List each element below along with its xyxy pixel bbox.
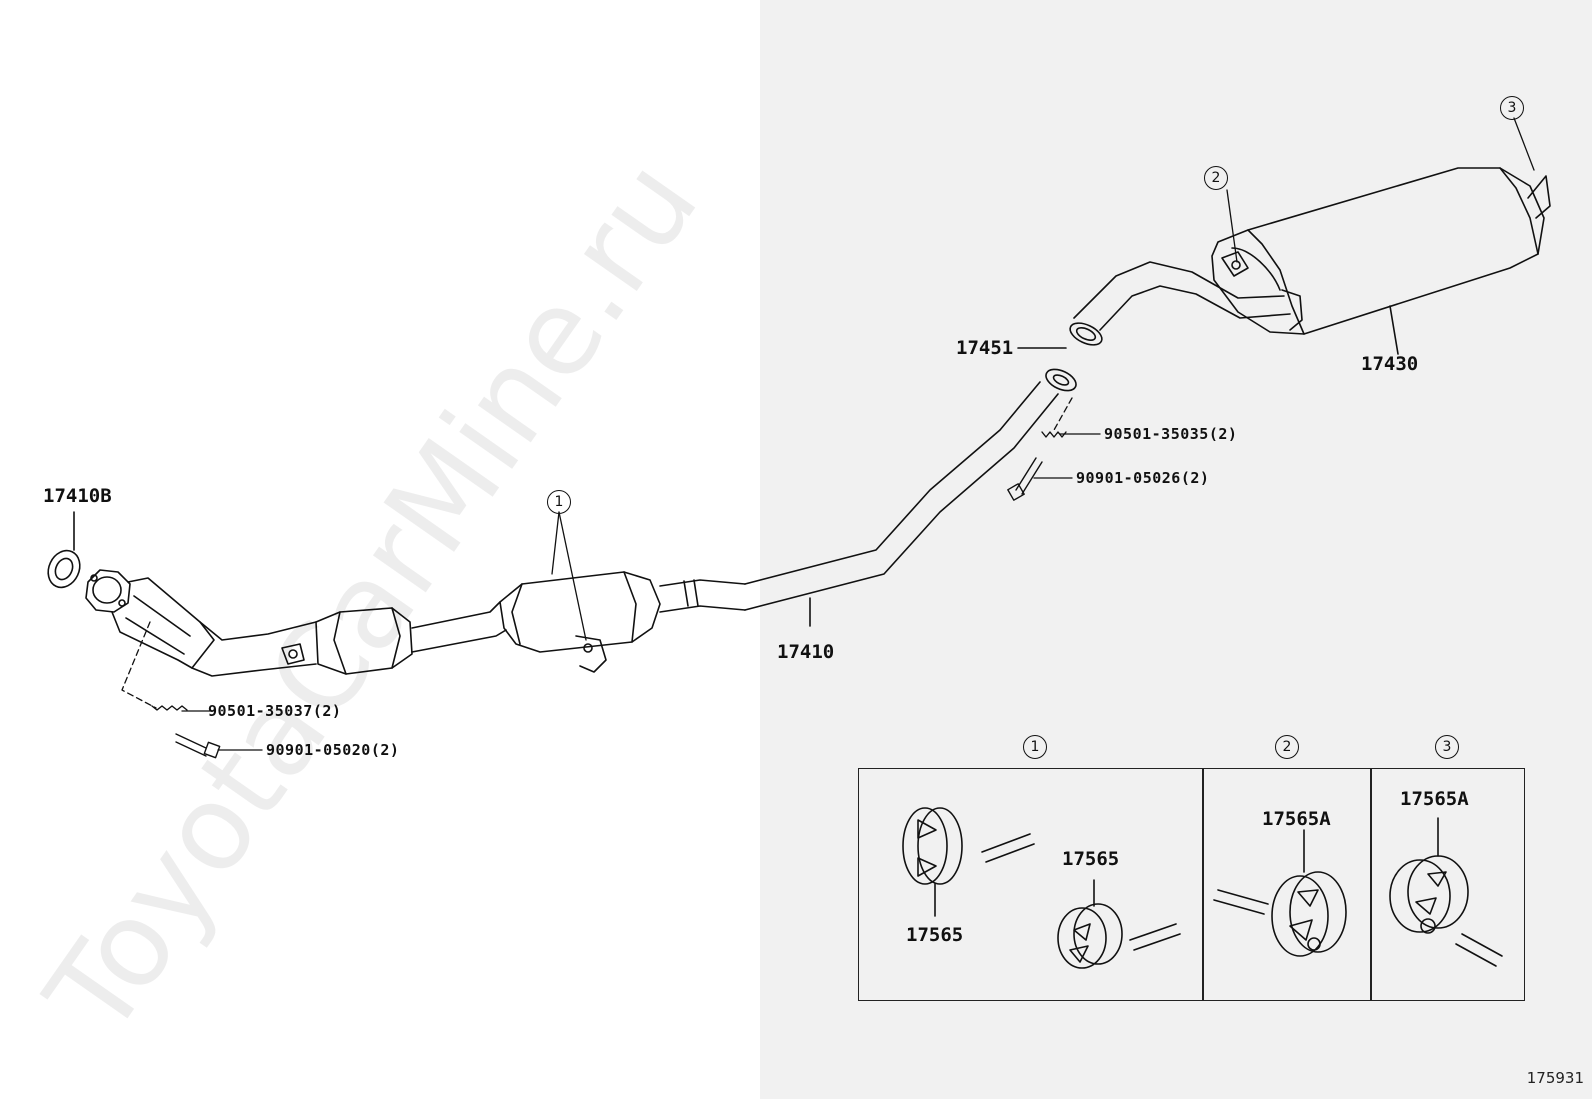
gasket-17410B xyxy=(47,511,81,589)
callout-2: 2 xyxy=(1204,166,1228,190)
detail-box xyxy=(858,768,1525,1001)
hanger-17565A-3 xyxy=(1389,817,1503,967)
label-17410B: 17410B xyxy=(43,485,112,507)
label-90901-05020: 90901-05020(2) xyxy=(266,741,400,759)
hanger-17565-a xyxy=(902,807,1035,917)
figure-id: 175931 xyxy=(1526,1069,1584,1087)
label-90501-35037: 90501-35037(2) xyxy=(208,702,342,720)
hanger-17565-b xyxy=(1057,879,1181,969)
detail-marker-3: 3 xyxy=(1435,735,1459,759)
muffler-17430 xyxy=(1211,167,1551,355)
detail-label-17565-a: 17565 xyxy=(906,924,964,946)
detail-label-17565A-2: 17565A xyxy=(1262,808,1331,830)
detail-label-17565-b: 17565 xyxy=(1062,848,1120,870)
rear-flange xyxy=(1045,368,1077,392)
label-17451: 17451 xyxy=(956,337,1014,359)
exhaust-pipe-17410 xyxy=(744,381,1059,627)
label-90901-05026: 90901-05026(2) xyxy=(1076,469,1210,487)
label-17410: 17410 xyxy=(777,641,835,663)
callout-1: 1 xyxy=(547,490,571,514)
detail-divider-2 xyxy=(1370,768,1372,1001)
detail-marker-1: 1 xyxy=(1023,735,1047,759)
front-catalyst xyxy=(111,577,317,677)
leader-lines xyxy=(121,117,1535,751)
hanger-17565A-2 xyxy=(1213,829,1347,957)
main-converter xyxy=(499,571,746,673)
middle-converter xyxy=(315,601,507,675)
detail-divider-1 xyxy=(1202,768,1204,1001)
shaded-panel xyxy=(760,0,1592,1099)
detail-label-17565A-3: 17565A xyxy=(1400,788,1469,810)
tail-pipe-17430 xyxy=(1073,261,1303,331)
front-flange xyxy=(85,569,131,613)
gasket-17451 xyxy=(1017,322,1103,349)
detail-marker-2: 2 xyxy=(1275,735,1299,759)
springs-bolts xyxy=(151,431,1067,759)
callout-3: 3 xyxy=(1500,96,1524,120)
label-90501-35035: 90501-35035(2) xyxy=(1104,425,1238,443)
label-17430: 17430 xyxy=(1361,353,1419,375)
